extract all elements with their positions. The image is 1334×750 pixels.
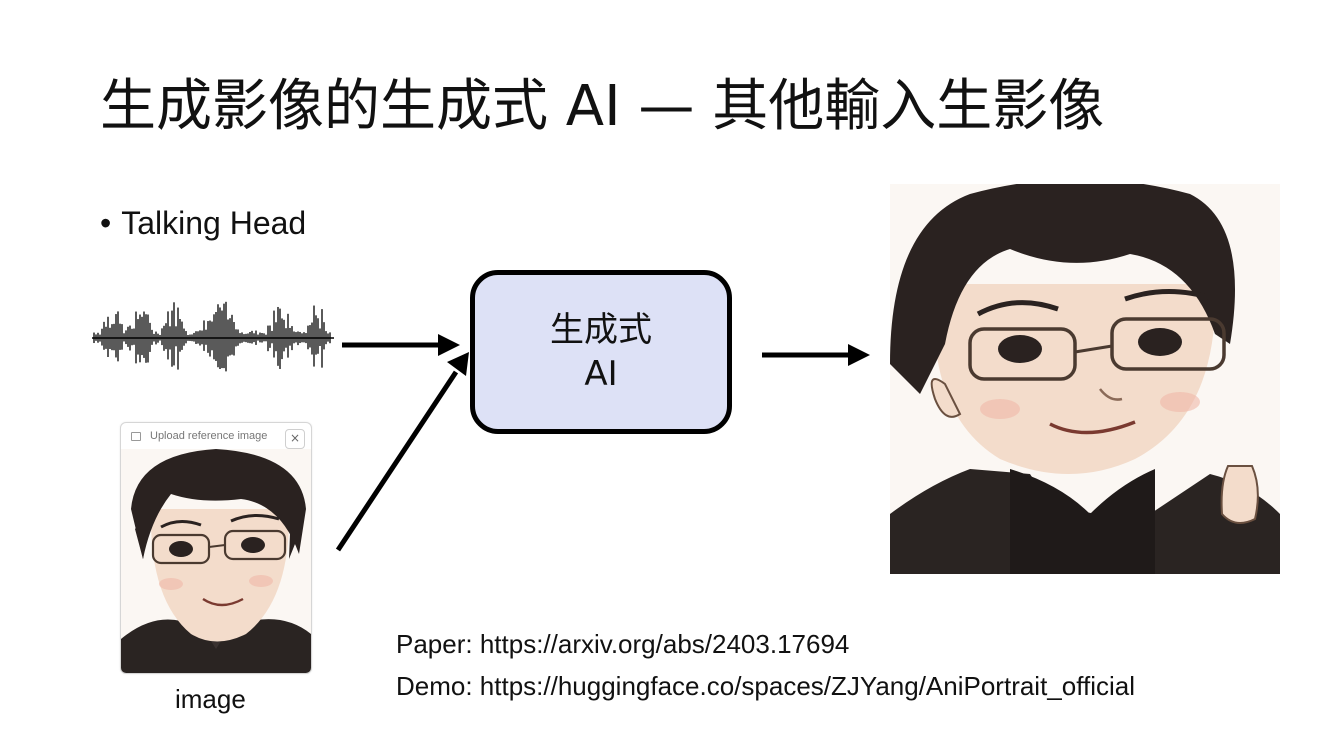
generative-ai-box: 生成式 AI [470,270,732,434]
upload-header: Upload reference image [121,423,311,449]
audio-to-ai-arrow [342,334,460,356]
bullet-dot: • [100,205,112,241]
upload-label: Upload reference image [150,430,268,442]
ai-box-label-line1: 生成式 [550,310,652,350]
audio-waveform [92,301,334,372]
ai-to-output-arrow [762,344,870,366]
image-upload-icon [131,431,141,441]
close-icon[interactable]: × [285,429,305,449]
demo-reference: Demo: https://huggingface.co/spaces/ZJYa… [396,671,1135,701]
bullet-text: Talking Head [121,205,307,241]
bullet-item: •Talking Head [100,203,306,243]
paper-reference: Paper: https://arxiv.org/abs/2403.17694 [396,629,850,659]
ai-box-label-line2: AI [584,354,618,394]
image-to-ai-arrow [335,352,469,552]
reference-portrait [121,449,311,673]
reference-image-upload[interactable]: Upload reference image × [120,422,312,674]
generated-portrait [890,184,1280,574]
slide-title: 生成影像的生成式 AI — 其他輸入生影像 [100,74,1105,139]
image-caption: image [175,684,246,714]
